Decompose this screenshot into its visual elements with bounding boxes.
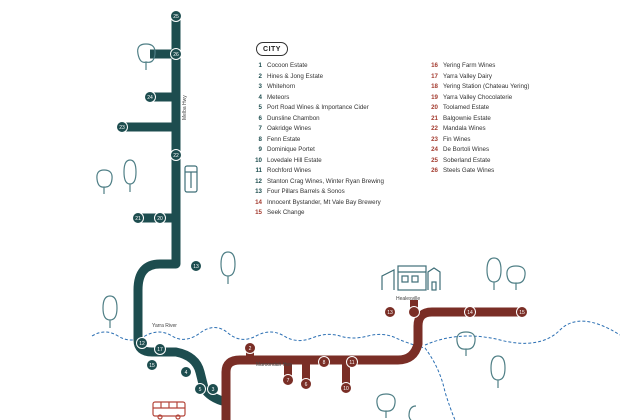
stop-number: 20 — [157, 216, 163, 222]
teal-stop[interactable]: 21 — [132, 212, 144, 224]
teal-stop[interactable]: 12 — [136, 337, 148, 349]
tree-icon — [486, 257, 502, 290]
stop-number: 15 — [519, 310, 525, 316]
stop-number: 15 — [149, 363, 155, 369]
teal-road-label: Melba Hwy — [182, 95, 188, 120]
tree-icon — [408, 405, 417, 420]
teal-route — [133, 16, 231, 420]
tree-icon — [506, 265, 526, 290]
teal-stop[interactable]: 22 — [170, 149, 182, 161]
stop-number: 3 — [212, 387, 215, 393]
stop-number: 11 — [349, 360, 354, 366]
stop-number: 7 — [287, 378, 290, 384]
river-label: Yarra River — [152, 323, 177, 329]
stop-number: 5 — [199, 387, 202, 393]
teal-stop[interactable]: 15 — [146, 359, 158, 371]
tree-icon — [376, 393, 396, 418]
stop-number: 2 — [249, 346, 252, 352]
stop-number: 6 — [305, 382, 308, 388]
building-icon — [381, 265, 441, 291]
stop-number: 26 — [173, 52, 179, 58]
tree-icon — [102, 295, 118, 328]
bus-icon — [184, 165, 198, 193]
red-stop[interactable]: 7 — [282, 374, 294, 386]
tree-icon — [137, 43, 156, 70]
tree-icon — [220, 251, 236, 284]
teal-stop[interactable]: 23 — [116, 121, 128, 133]
stop-number: 8 — [323, 360, 326, 366]
teal-stop[interactable]: 5 — [194, 383, 206, 395]
stop-number: 24 — [147, 95, 153, 101]
red-stop[interactable]: 6 — [300, 378, 312, 390]
red-road-label: Maroondah Hwy — [256, 362, 293, 368]
teal-stop[interactable]: 24 — [144, 91, 156, 103]
red-route — [221, 307, 522, 420]
red-stop[interactable]: 8 — [318, 356, 330, 368]
red-stop[interactable]: 10 — [340, 382, 352, 394]
stop-number: 4 — [185, 370, 188, 376]
river-line — [424, 320, 620, 346]
red-stop[interactable] — [408, 306, 420, 318]
tree-icon — [123, 159, 137, 192]
teal-stop[interactable]: 20 — [154, 212, 166, 224]
red-stop[interactable]: 13 — [384, 306, 396, 318]
stop-number: 17 — [157, 347, 163, 353]
teal-stop[interactable]: 26 — [170, 48, 182, 60]
red-stop[interactable]: 2 — [244, 342, 256, 354]
stop-number: 23 — [119, 125, 125, 131]
town-label: Healesville — [396, 296, 420, 302]
stop-number: 10 — [343, 386, 349, 392]
stop-number: 22 — [173, 153, 179, 159]
red-stop[interactable]: 11 — [346, 356, 358, 368]
stop-number: 25 — [173, 14, 179, 20]
stop-number: 14 — [467, 310, 473, 316]
stop-number: 13 — [387, 310, 393, 316]
tree-icon — [456, 331, 476, 356]
teal-stop[interactable]: 13 — [190, 260, 202, 272]
teal-stop[interactable]: 4 — [180, 366, 192, 378]
teal-stop[interactable]: 17 — [154, 343, 166, 355]
stop-number: 12 — [139, 341, 145, 347]
teal-stop[interactable]: 3 — [207, 383, 219, 395]
bus-icon — [152, 401, 186, 420]
red-stop[interactable]: 14 — [464, 306, 476, 318]
red-stop[interactable]: 15 — [516, 306, 528, 318]
stop-number: 21 — [135, 216, 141, 222]
tree-icon — [96, 169, 113, 194]
stop-number: 13 — [193, 264, 199, 270]
teal-stop[interactable]: 25 — [170, 10, 182, 22]
tree-icon — [490, 355, 506, 388]
